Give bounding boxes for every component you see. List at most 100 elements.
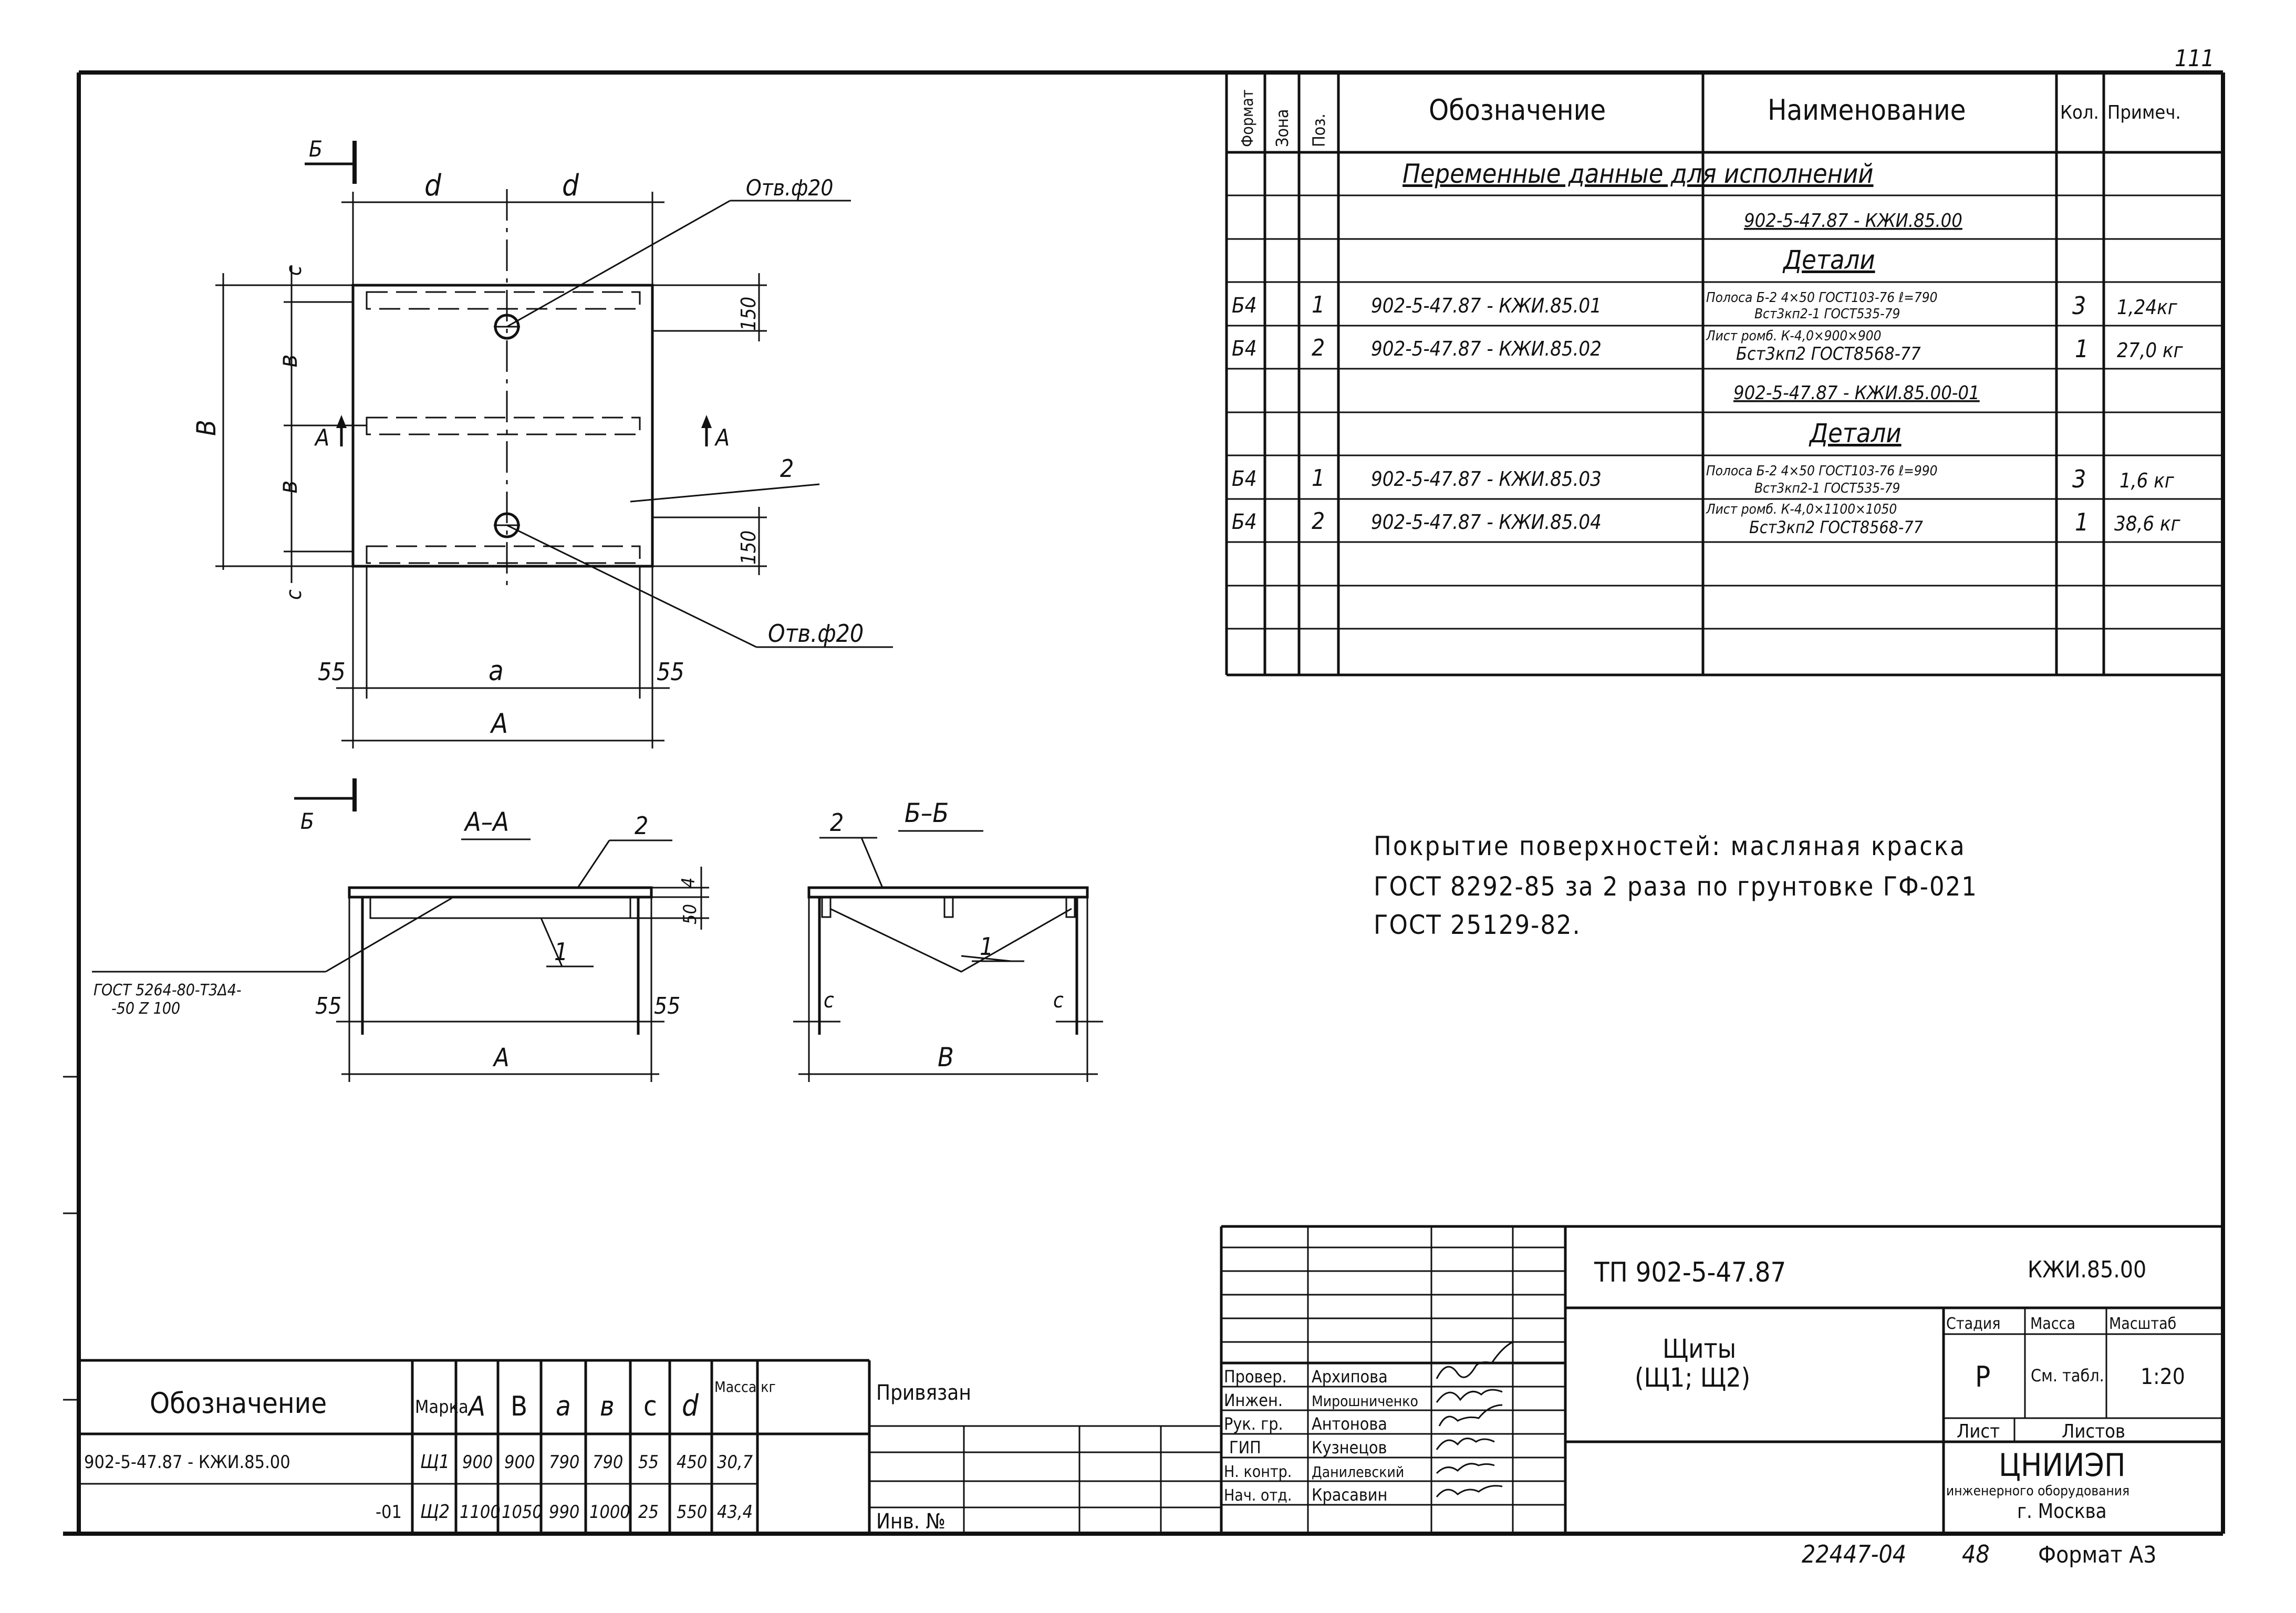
- spec-variant2: 902-5-47.87 - КЖИ.85.00-01: [1733, 382, 1980, 404]
- title-sheet-label: Лист: [1957, 1421, 2000, 1442]
- spec-row3-qty: 3: [2072, 465, 2086, 493]
- spec-row2-designation: 902-5-47.87 - КЖИ.85.02: [1371, 337, 1602, 360]
- variants-row2-a: 990: [549, 1502, 579, 1523]
- section-aa-pos1: 1: [554, 938, 568, 966]
- title-project: ТП 902-5-47.87: [1594, 1257, 1786, 1288]
- spec-row1-pos: 1: [1312, 292, 1325, 318]
- variants-header-d: d: [682, 1389, 699, 1423]
- sig-name-1: Архипова: [1312, 1367, 1388, 1387]
- frame: 1 1 1: [63, 45, 2225, 1536]
- dim-A-overall: А: [490, 708, 508, 740]
- variants-row1-mark: Щ1: [420, 1451, 450, 1473]
- title-name-line2: (Щ1; Щ2): [1635, 1362, 1750, 1393]
- weld-note-line1: ГОСТ 5264-80-Т3Δ4-: [93, 981, 242, 1000]
- variants-row2-B: 1050: [502, 1502, 543, 1523]
- footer-doc-number: 22447-04: [1802, 1540, 1906, 1568]
- spec-header-pos: Поз.: [1309, 113, 1329, 147]
- footer-format: Формат А3: [2038, 1542, 2156, 1568]
- sig-name-2: Мирошниченко: [1312, 1392, 1418, 1410]
- title-block: Провер. Архипова Инжен. Мирошниченко Рук…: [1220, 1225, 2223, 1534]
- spec-row2-format: Б4: [1232, 337, 1257, 361]
- section-mark-a-left: А: [314, 424, 329, 451]
- spec-row4-name2: Бст3кп2 ГОСТ8568-77: [1749, 517, 1924, 537]
- spec-row4-note: 38,6 кг: [2114, 512, 2181, 535]
- spec-row1-designation: 902-5-47.87 - КЖИ.85.01: [1371, 294, 1602, 317]
- section-bb-title: Б–Б: [905, 798, 949, 828]
- section-bb-dim-c-right: с: [1053, 988, 1064, 1013]
- variants-table: Обозначение Марка А В а в с d Масса кг 9…: [79, 1359, 871, 1534]
- section-bb: Б–Б 2 1 с с В: [793, 798, 1103, 1082]
- title-sheets-label: Листов: [2062, 1421, 2125, 1442]
- spec-row2-pos: 2: [1312, 335, 1325, 361]
- spec-table: Формат Зона Поз. Обозначение Наименовани…: [1225, 72, 2223, 677]
- section-aa-dim-A: А: [492, 1043, 510, 1073]
- sig-role-5: Н. контр.: [1224, 1463, 1292, 1481]
- spec-row2-name2: Бст3кп2 ГОСТ8568-77: [1736, 344, 1921, 365]
- spec-row3-designation: 902-5-47.87 - КЖИ.85.03: [1371, 467, 1602, 491]
- coating-note: Покрытие поверхностей: масляная краска Г…: [1374, 831, 1977, 940]
- variants-row1-designation: 902-5-47.87 - КЖИ.85.00: [84, 1452, 290, 1473]
- sig-name-5: Данилевский: [1312, 1463, 1404, 1481]
- spec-row1-qty: 3: [2072, 292, 2086, 320]
- spec-row1-note: 1,24кг: [2117, 296, 2178, 319]
- section-aa-title: А–А: [463, 807, 509, 837]
- variants-row2-mark: Щ2: [420, 1501, 450, 1523]
- dim-150-top: 150: [737, 297, 760, 331]
- plan-view: Б Б d d Отв.ф20 Отв.ф20 В: [191, 136, 893, 834]
- spec-row1-name1: Полоса Б-2 4×50 ГОСТ103-76 ℓ=790: [1706, 290, 1937, 306]
- title-org-name: ЦНИИЭП: [1999, 1447, 2126, 1484]
- spec-header-qty: Кол.: [2060, 102, 2099, 123]
- spec-row4-pos: 2: [1312, 508, 1325, 535]
- section-mark-b-bottom: Б: [300, 808, 314, 834]
- sig-name-6: Красавин: [1312, 1485, 1387, 1505]
- sig-name-3: Антонова: [1312, 1414, 1387, 1434]
- dim-B-overall: В: [191, 420, 222, 436]
- section-mark-a-right: А: [714, 424, 730, 451]
- spec-row4-qty: 1: [2075, 508, 2089, 536]
- variants-row2-c: 25: [638, 1502, 659, 1523]
- coating-note-line3: ГОСТ 25129-82.: [1374, 910, 1581, 940]
- dim-55-left: 55: [318, 658, 346, 686]
- spec-row1-format: Б4: [1232, 294, 1257, 318]
- section-bb-pos2: 2: [830, 808, 844, 837]
- title-scale-label: Масштаб: [2109, 1315, 2176, 1333]
- spec-row2-note: 27,0 кг: [2117, 339, 2184, 362]
- dim-b-lower: в: [274, 481, 303, 494]
- variants-row1-c: 55: [638, 1452, 659, 1473]
- dim-c-bottom: c: [282, 589, 306, 600]
- variants-row2-A: 1100: [460, 1502, 501, 1523]
- variants-header-mass: Масса кг: [714, 1378, 776, 1396]
- spec-details-2: Детали: [1809, 418, 1902, 449]
- spec-row4-name1: Лист ромб. К-4,0×1100×1050: [1706, 502, 1897, 517]
- variants-row2-mass: 43,4: [717, 1502, 753, 1523]
- binding-block: Привязан Инв. №: [869, 1381, 1221, 1534]
- spec-row3-name2: Вст3кп2-1 ГОСТ535-79: [1754, 481, 1900, 496]
- variants-header-mark: Марка: [415, 1397, 469, 1418]
- footer: 22447-04 48 Формат А3: [1802, 1540, 2156, 1568]
- section-bb-pos1: 1: [980, 932, 993, 961]
- spec-row3-note: 1,6 кг: [2120, 469, 2175, 492]
- section-mark-b-top: Б: [309, 136, 323, 162]
- variants-row1-mass: 30,7: [717, 1452, 753, 1473]
- variants-header-B: В: [511, 1391, 527, 1422]
- section-aa-pos2: 2: [635, 811, 648, 840]
- dim-a: а: [489, 655, 504, 687]
- binding-title: Привязан: [876, 1381, 971, 1405]
- weld-note-line2: -50 Z 100: [111, 1000, 180, 1018]
- spec-header-note: Примеч.: [2107, 102, 2181, 123]
- coating-note-line1: Покрытие поверхностей: масляная краска: [1374, 831, 1966, 861]
- spec-header-name: Наименование: [1768, 93, 1966, 127]
- spec-row1-name2: Вст3кп2-1 ГОСТ535-79: [1754, 306, 1900, 322]
- variants-row1-A: 900: [462, 1452, 493, 1473]
- sig-role-2: Инжен.: [1224, 1390, 1283, 1410]
- section-bb-dim-c-left: с: [824, 988, 834, 1013]
- variants-row1-d: 450: [677, 1452, 707, 1473]
- spec-row3-format: Б4: [1232, 467, 1257, 491]
- section-aa-dim-50: 50: [680, 904, 701, 924]
- section-aa-dim-55-right: 55: [654, 993, 680, 1019]
- page-number: 111: [2175, 45, 2215, 72]
- sig-role-3: Рук. гр.: [1224, 1414, 1283, 1434]
- variants-row2-d: 550: [677, 1502, 707, 1523]
- variants-header-a: а: [556, 1391, 571, 1422]
